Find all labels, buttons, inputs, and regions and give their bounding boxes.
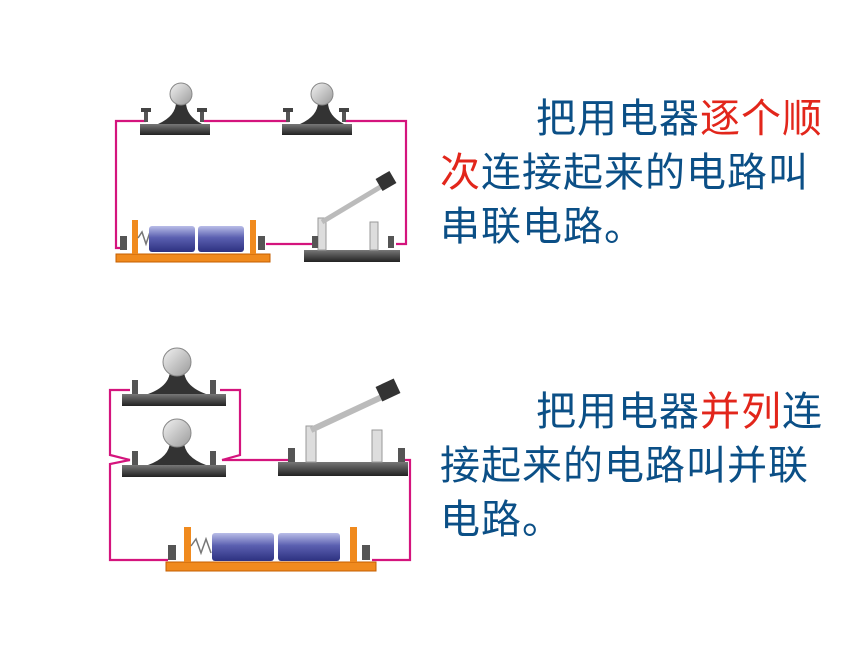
- battery-holder-2: [165, 527, 377, 572]
- parallel-lead: 把用电器: [536, 389, 700, 435]
- parallel-definition: 把用电器并列连接起来的电路叫并联电路。: [440, 385, 840, 547]
- series-definition: 把用电器逐个顺次连接起来的电路叫串联电路。: [440, 92, 840, 254]
- bulb-lamp-1: [140, 82, 210, 135]
- knife-switch-1: [304, 170, 400, 262]
- battery-holder-1: [115, 220, 271, 263]
- parallel-wires: [108, 388, 412, 562]
- series-rest: 连接起来的电路叫串联电路。: [440, 150, 809, 250]
- parallel-circuit: [108, 347, 412, 572]
- bulb-lamp-4: [122, 418, 226, 477]
- series-lead: 把用电器: [536, 96, 700, 142]
- bulb-lamp-3: [122, 347, 226, 406]
- knife-switch-2: [278, 378, 408, 476]
- bulb-lamp-2: [282, 82, 352, 135]
- series-circuit: [114, 82, 408, 263]
- series-highlight: 逐个顺次: [440, 96, 823, 196]
- parallel-rest: 连接起来的电路叫并联电路。: [440, 389, 823, 543]
- parallel-highlight: 并列: [700, 389, 782, 435]
